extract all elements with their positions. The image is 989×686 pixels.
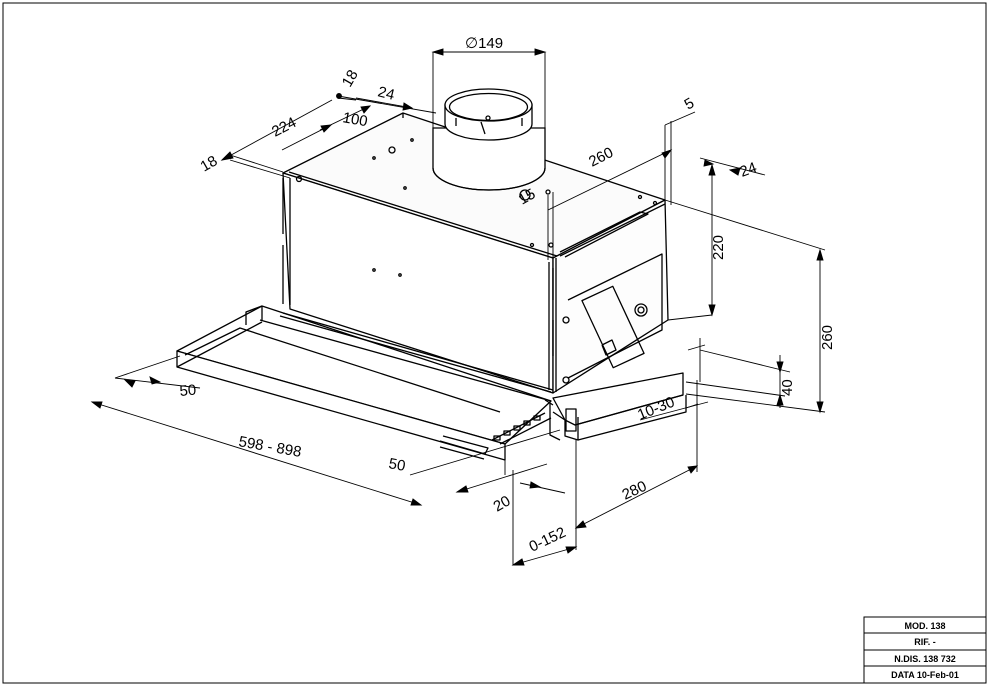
dim-24-top: 24 — [376, 83, 396, 104]
dim-40: 40 — [779, 379, 796, 396]
duct-collar — [432, 88, 546, 191]
title-block: MOD. 138 RIF. - N.DIS. 138 732 DATA 10-F… — [863, 616, 987, 684]
dim-18-left: 18 — [198, 152, 221, 175]
dimension-lines — [90, 48, 826, 566]
title-block-ref: RIF. - — [914, 637, 936, 647]
dim-224: 224 — [269, 114, 299, 141]
telescopic-visor — [176, 305, 687, 461]
dim-260-height: 260 — [819, 325, 836, 350]
title-block-drawing-no: N.DIS. 138 732 — [894, 654, 956, 664]
dim-50-left: 50 — [179, 382, 197, 400]
dim-5: 5 — [682, 95, 698, 114]
dim-duct-diameter: ∅149 — [465, 35, 503, 52]
dim-220: 220 — [710, 235, 727, 260]
dim-15: 15 — [516, 185, 539, 208]
hood-body — [282, 112, 669, 394]
dim-280: 280 — [620, 478, 650, 504]
title-block-model: MOD. 138 — [904, 621, 945, 631]
dim-260-depth: 260 — [586, 144, 616, 171]
dim-100: 100 — [341, 109, 369, 130]
dim-24-right: 24 — [738, 159, 759, 181]
title-block-date: DATA 10-Feb-01 — [891, 670, 959, 680]
dim-598-898: 598 - 898 — [237, 433, 302, 461]
dim-18-top: 18 — [339, 67, 362, 90]
dim-50-front: 50 — [387, 455, 406, 475]
dim-20: 20 — [491, 492, 514, 515]
